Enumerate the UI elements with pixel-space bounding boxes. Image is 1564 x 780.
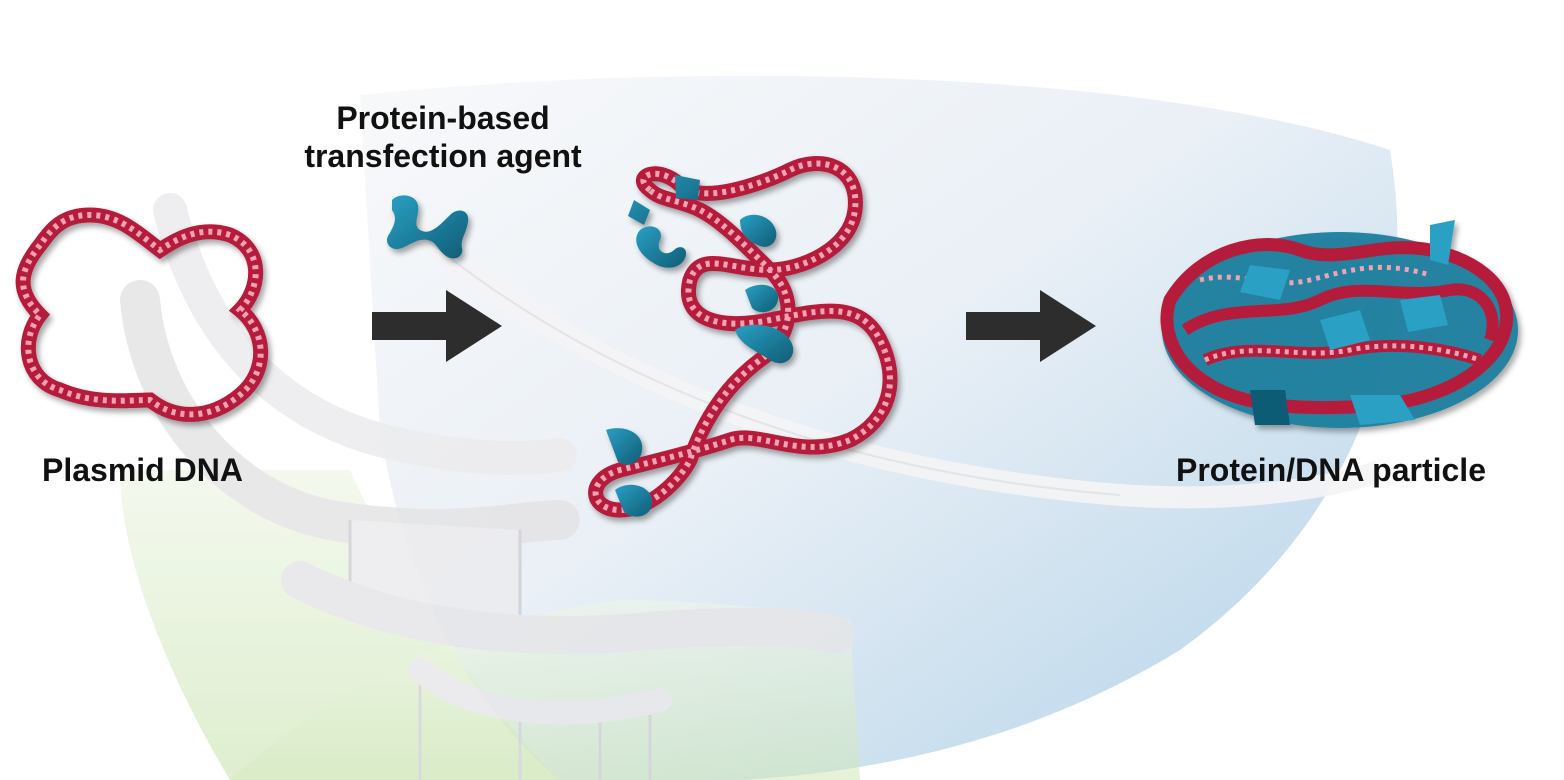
transfection-agent-label: Protein-based transfection agent — [292, 100, 594, 176]
protein-dna-particle-icon — [1162, 220, 1518, 428]
transfection-agent-label-line-2: transfection agent — [292, 138, 594, 176]
plasmid-dna-label: Plasmid DNA — [42, 452, 243, 490]
transfection-agent-label-line-1: Protein-based — [292, 100, 594, 138]
protein-dna-particle-label: Protein/DNA particle — [1176, 452, 1486, 490]
